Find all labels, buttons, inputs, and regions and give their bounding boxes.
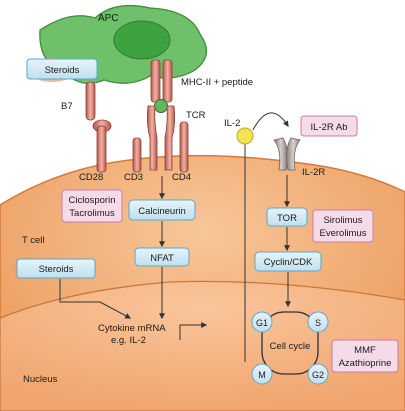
sirolimus-everolimus-drug-box: Sirolimus Everolimus — [312, 209, 374, 243]
tacrolimus-label: Tacrolimus — [69, 208, 115, 219]
steroids-mid-label: Steroids — [39, 264, 74, 275]
steroids-to-cytokine-arrow — [99, 301, 132, 319]
il2r-receptor — [273, 137, 301, 171]
b7-ligand — [85, 81, 96, 121]
il2-ligand — [236, 127, 254, 362]
tcr-receptor — [146, 105, 176, 171]
ciclosporin-label: Ciclosporin — [69, 195, 116, 206]
steroids-top-label: Steroids — [45, 65, 80, 76]
tor-label: TOR — [277, 213, 297, 224]
cytokine-example-label: e.g. IL-2 — [111, 335, 146, 346]
phase-g2: G2 — [307, 363, 329, 385]
cyclin-cdk-label: Cyclin/CDK — [264, 257, 313, 268]
cyclin-cdk-box: Cyclin/CDK — [254, 251, 322, 272]
sirolimus-label: Sirolimus — [323, 215, 362, 226]
cd4-label: CD4 — [172, 172, 191, 183]
svg-text:G2: G2 — [312, 370, 324, 380]
nfat-label: NFAT — [150, 253, 174, 264]
ciclosporin-tacrolimus-drug-box: Ciclosporin Tacrolimus — [61, 189, 123, 223]
peptide-icon — [154, 99, 168, 113]
apc-label: APC — [98, 13, 119, 24]
cell-cycle-diagram: Cell cycle G1 S G2 M — [251, 311, 329, 385]
apc-nucleus — [113, 20, 171, 60]
il2r-ab-label: IL-2R Ab — [311, 122, 348, 133]
cd4-receptor — [179, 121, 189, 173]
steroids-inhibition-line — [59, 279, 100, 303]
svg-text:G1: G1 — [256, 318, 268, 328]
cd3-label: CD3 — [124, 172, 143, 183]
mmf-azathioprine-drug-box: MMF Azathioprine — [331, 339, 399, 373]
cytokine-mrna-label: Cytokine mRNA — [98, 323, 166, 334]
steroids-drug-box-top: Steroids — [26, 58, 98, 82]
tor-box: TOR — [266, 207, 308, 227]
t-cell-label: T cell — [22, 235, 45, 246]
cd3-receptor — [132, 137, 142, 173]
tcr-label: TCR — [186, 110, 206, 121]
cell-cycle-label: Cell cycle — [270, 341, 311, 352]
steroids-drug-box-mid: Steroids — [12, 257, 96, 279]
azathioprine-label: Azathioprine — [339, 358, 392, 369]
b7-label: B7 — [61, 101, 73, 112]
phase-s: S — [307, 311, 329, 333]
il2-label: IL-2 — [224, 118, 240, 129]
phase-g1: G1 — [251, 311, 273, 333]
transcription-arrow — [179, 322, 208, 340]
svg-text:S: S — [315, 318, 321, 328]
cd28-receptor — [92, 119, 112, 173]
il2-binding-arrow — [252, 112, 289, 131]
calcineurin-box: Calcineurin — [128, 199, 196, 221]
mmf-label: MMF — [354, 345, 376, 356]
calcineurin-label: Calcineurin — [138, 206, 186, 217]
mhc-peptide-label: MHC-II + peptide — [181, 77, 253, 88]
svg-text:M: M — [258, 370, 266, 380]
il2r-label: IL-2R — [302, 167, 325, 178]
nfat-box: NFAT — [134, 247, 190, 267]
everolimus-label: Everolimus — [320, 228, 367, 239]
il2r-ab-drug-box: IL-2R Ab — [300, 115, 358, 137]
nucleus-label: Nucleus — [23, 374, 58, 385]
phase-m: M — [251, 363, 273, 385]
cd28-label: CD28 — [79, 172, 103, 183]
